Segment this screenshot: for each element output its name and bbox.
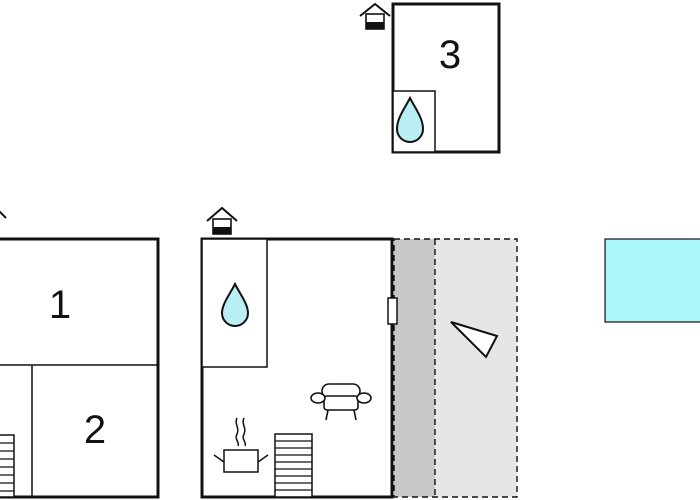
entrance-house-icon-upper bbox=[359, 2, 391, 30]
room-1 bbox=[0, 237, 160, 499]
entrance-house-icon-ground bbox=[206, 206, 238, 235]
triangle-marker-icon bbox=[450, 321, 499, 359]
door-marker bbox=[387, 297, 398, 325]
water-drop-icon-room-3 bbox=[395, 95, 425, 143]
room-3-label: 3 bbox=[439, 33, 461, 77]
terrace-open bbox=[435, 239, 517, 497]
pool bbox=[604, 238, 700, 323]
terrace-outline bbox=[393, 238, 518, 498]
stairs-icon-ground bbox=[274, 433, 313, 498]
sofa-icon bbox=[310, 383, 372, 421]
room-2-label: 2 bbox=[84, 408, 106, 452]
room-1-label: 1 bbox=[49, 283, 71, 327]
entrance-house-icon-left bbox=[0, 210, 7, 219]
terrace-covered bbox=[394, 239, 435, 497]
cooking-pot-icon bbox=[213, 417, 269, 473]
water-drop-icon-ground bbox=[220, 281, 250, 327]
stairs-icon-left bbox=[0, 434, 15, 498]
